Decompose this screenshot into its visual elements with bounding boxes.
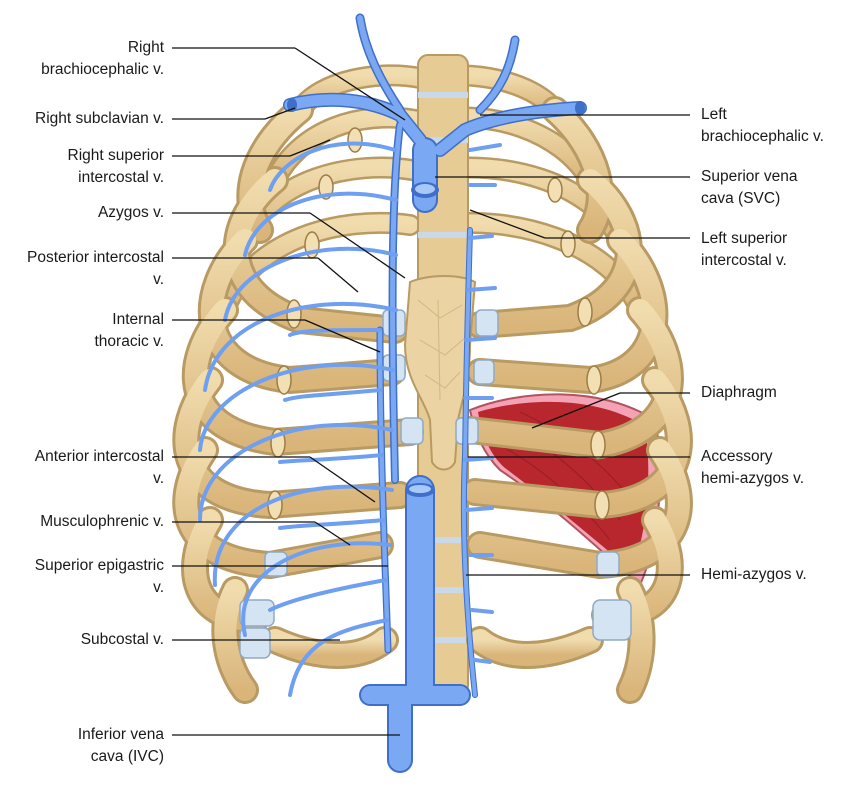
- label-right-brachiocephalic-vein: Right brachiocephalic v.: [41, 39, 164, 78]
- label-superior-epigastric-vein: Superior epigastric v.: [34, 557, 164, 596]
- leader-left-superior-intercostal: [469, 209, 546, 239]
- label-inferior-vena-cava: Inferior vena cava (IVC): [77, 726, 164, 765]
- label-hemiazygos-vein: Hemi-azygos v.: [701, 566, 807, 583]
- leader-diaphragm: [531, 392, 621, 429]
- anterior-ribs: [172, 96, 693, 704]
- label-musculophrenic-vein: Musculophrenic v.: [40, 513, 164, 530]
- label-azygos-vein: Azygos v.: [97, 204, 164, 221]
- label-accessory-hemiazygos-vein: Accessory hemi-azygos v.: [701, 448, 805, 487]
- label-left-superior-intercostal-vein: Left superior intercostal v.: [701, 230, 788, 269]
- leader-lines: [172, 47, 690, 736]
- label-left-brachiocephalic-vein: Left brachiocephalic v.: [701, 106, 824, 145]
- rib-cut-ends: [267, 127, 610, 520]
- label-internal-thoracic-vein: Internal thoracic v.: [94, 311, 165, 350]
- label-superior-vena-cava: Superior vena cava (SVC): [701, 168, 798, 207]
- label-right-subclavian-vein: Right subclavian v.: [35, 110, 164, 127]
- label-right-superior-intercostal-vein: Right superior intercostal v.: [67, 147, 165, 186]
- label-anterior-intercostal-vein: Anterior intercostal v.: [34, 448, 164, 487]
- label-subcostal-vein: Subcostal v.: [80, 631, 164, 648]
- label-diaphragm: Diaphragm: [701, 384, 777, 401]
- label-posterior-intercostal-vein: Posterior intercostal v.: [27, 249, 164, 288]
